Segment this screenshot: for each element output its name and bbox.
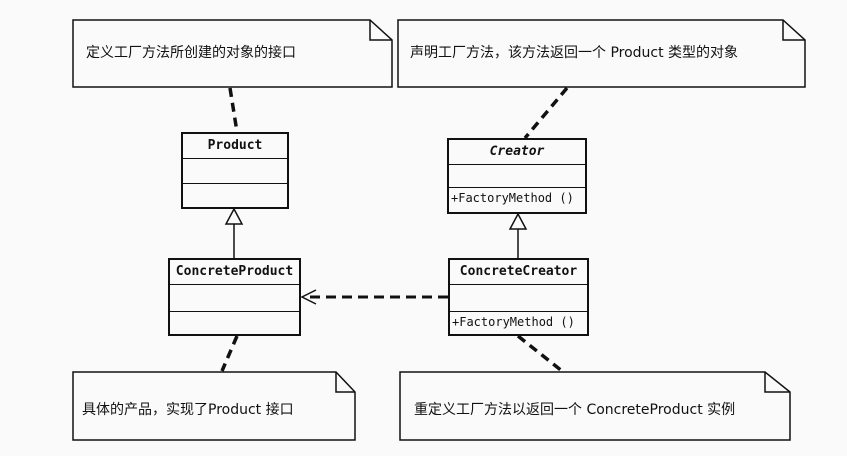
class-product-attributes	[183, 159, 287, 184]
class-concrete-creator-operation: +FactoryMethod ()	[452, 315, 575, 329]
class-concrete-creator: ConcreteCreator +FactoryMethod ()	[448, 258, 589, 336]
note-shape-concrete-product	[72, 371, 356, 441]
note-concrete-product: 具体的产品，实现了Product 接口	[82, 402, 294, 418]
dependency-arrowhead	[300, 289, 317, 305]
note-shape-concrete-creator	[399, 371, 791, 441]
class-creator-name: Creator	[449, 140, 585, 165]
note-product: 定义工厂方法所创建的对象的接口	[86, 45, 296, 61]
anchor-concrete-creator-note	[516, 334, 564, 373]
class-product: Product	[181, 132, 289, 209]
generalization-triangle-creator	[508, 212, 528, 230]
class-creator: Creator +FactoryMethod ()	[447, 138, 587, 214]
class-concrete-creator-name: ConcreteCreator	[450, 260, 587, 285]
anchor-product-note	[228, 87, 239, 133]
note-concrete-creator: 重定义工厂方法以返回一个 ConcreteProduct 实例	[414, 402, 736, 418]
note-shape-product	[72, 19, 393, 88]
class-concrete-creator-attributes	[450, 285, 587, 312]
class-creator-operation: +FactoryMethod ()	[451, 191, 574, 205]
class-product-name: Product	[183, 134, 287, 159]
anchor-creator-note	[523, 86, 569, 140]
note-shape-creator	[397, 19, 806, 88]
anchor-concrete-product-note	[220, 335, 239, 372]
note-creator: 声明工厂方法，该方法返回一个 Product 类型的对象	[410, 45, 739, 61]
class-concrete-product-attributes	[170, 285, 299, 312]
class-concrete-product: ConcreteProduct	[168, 258, 301, 336]
class-creator-attributes	[449, 165, 585, 188]
generalization-triangle-product	[224, 207, 244, 225]
class-concrete-product-name: ConcreteProduct	[170, 260, 299, 285]
